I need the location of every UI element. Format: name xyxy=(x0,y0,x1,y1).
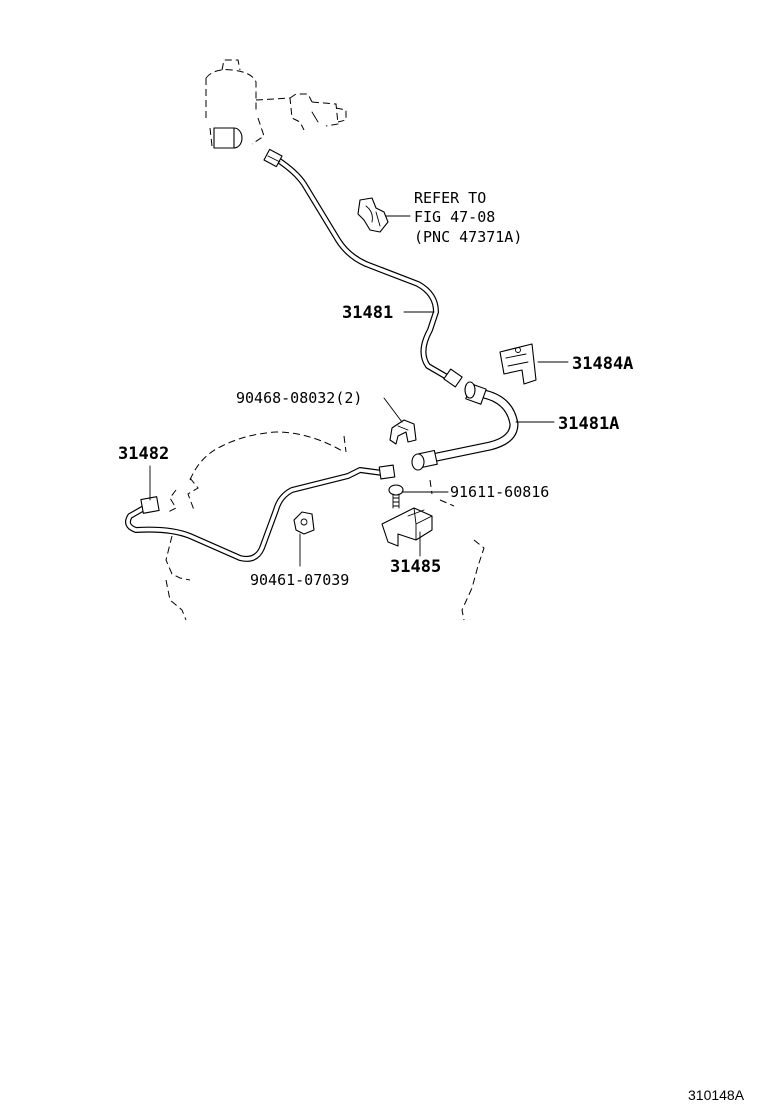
bolt-91611-60816 xyxy=(388,484,404,509)
clutch-pipe-31481 xyxy=(263,148,463,388)
callout-91611-60816: 91611-60816 xyxy=(450,483,549,501)
clip-90461-07039 xyxy=(293,511,315,535)
callout-31485: 31485 xyxy=(390,557,441,577)
bracket-31485 xyxy=(381,507,433,547)
reference-line-3: (PNC 47371A) xyxy=(414,228,522,246)
clamp-reference-drawing xyxy=(357,197,411,233)
clip-90468-08032 xyxy=(389,419,417,445)
reference-line-2: FIG 47-08 xyxy=(414,208,495,226)
clutch-hose-31481A xyxy=(411,381,519,471)
callout-90461-07039: 90461-07039 xyxy=(250,571,349,589)
figure-id: 310148A xyxy=(688,1087,745,1103)
master-cylinder-drawing xyxy=(205,59,347,149)
callout-90468-08032: 90468-08032(2) xyxy=(236,389,362,407)
bracket-31484A xyxy=(499,343,537,385)
callout-31481: 31481 xyxy=(342,303,393,323)
callout-31481A: 31481A xyxy=(558,414,619,434)
callout-31482: 31482 xyxy=(118,444,169,464)
clutch-pipe-31482 xyxy=(125,464,396,562)
callout-31484A: 31484A xyxy=(572,354,633,374)
reference-line-1: REFER TO xyxy=(414,189,486,207)
leader-lines xyxy=(149,311,569,567)
